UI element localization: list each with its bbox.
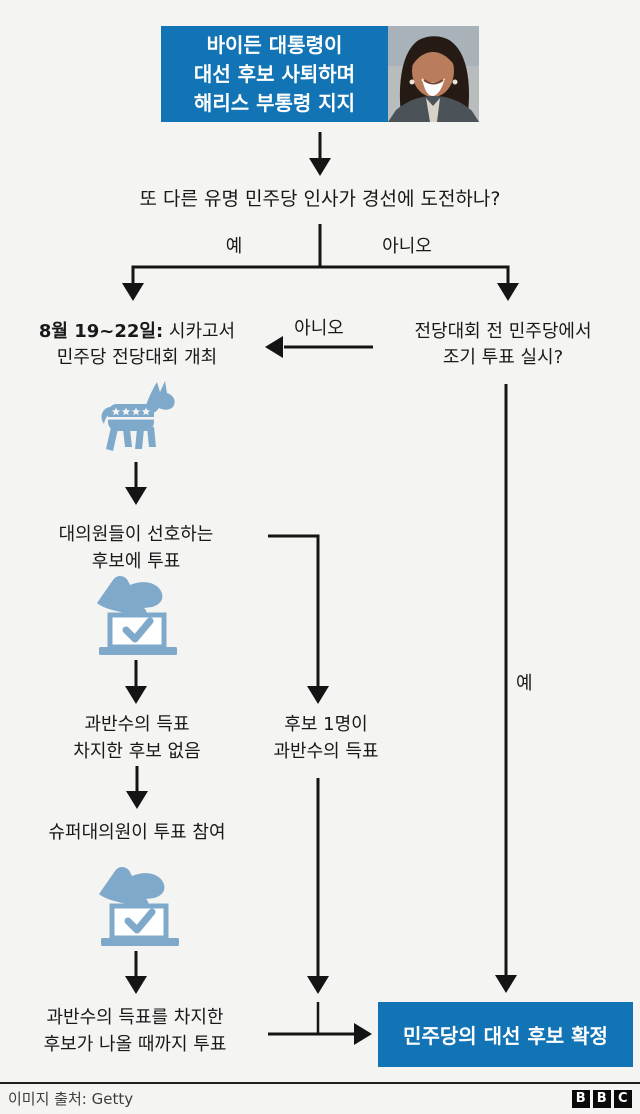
one-candidate-line2: 과반수의 득표 — [273, 741, 379, 762]
header-title: 바이든 대통령이 대선 후보 사퇴하며 해리스 부통령 지지 — [161, 26, 388, 122]
node-no-majority: 과반수의 득표 차지한 후보 없음 — [17, 711, 257, 765]
header-title-line: 바이든 대통령이 — [206, 32, 343, 57]
democrat-donkey-icon — [97, 377, 177, 461]
bbc-logo-block: B — [572, 1090, 590, 1108]
label-yes-left: 예 — [225, 236, 243, 257]
footer-divider — [0, 1082, 640, 1084]
harris-photo — [388, 26, 479, 122]
header-box: 바이든 대통령이 대선 후보 사퇴하며 해리스 부통령 지지 — [161, 26, 479, 122]
one-candidate-line1: 후보 1명이 — [284, 714, 368, 735]
bbc-logo-block: C — [614, 1090, 632, 1108]
vote-until-line2: 후보가 나올 때까지 투표 — [43, 1034, 227, 1055]
no-majority-line1: 과반수의 득표 — [84, 714, 190, 735]
delegates-vote-line2: 후보에 투표 — [91, 551, 181, 572]
convention-line1: 8월 19~22일: 시카고서 — [17, 319, 257, 345]
label-no-right: 아니오 — [382, 236, 432, 257]
early-vote-line2: 조기 투표 실시? — [442, 347, 564, 368]
final-result-text: 민주당의 대선 후보 확정 — [403, 1024, 608, 1048]
node-delegates-vote: 대의원들이 선호하는 후보에 투표 — [16, 521, 256, 575]
final-result-box: 민주당의 대선 후보 확정 — [378, 1002, 633, 1067]
label-yes-right-column: 예 — [516, 673, 533, 694]
node-convention: 8월 19~22일: 시카고서 민주당 전당대회 개최 — [17, 319, 257, 371]
bbc-logo-block: B — [593, 1090, 611, 1108]
bbc-logo: B B C — [572, 1090, 632, 1108]
ballot-box-icon — [96, 864, 184, 952]
question-new-challenger: 또 다른 유명 민주당 인사가 경선에 도전하나? — [139, 188, 501, 210]
header-title-line: 해리스 부통령 지지 — [193, 90, 356, 115]
header-title-line: 대선 후보 사퇴하며 — [193, 61, 356, 86]
convention-date: 8월 19~22일: — [38, 321, 164, 342]
node-early-vote-question: 전당대회 전 민주당에서 조기 투표 실시? — [383, 319, 623, 371]
node-one-candidate-majority: 후보 1명이 과반수의 득표 — [246, 711, 406, 765]
convention-line2: 민주당 전당대회 개최 — [56, 347, 218, 368]
node-vote-until-majority: 과반수의 득표를 차지한 후보가 나올 때까지 투표 — [15, 1004, 255, 1058]
image-credit: 이미지 출처: Getty — [8, 1090, 134, 1108]
vote-until-line1: 과반수의 득표를 차지한 — [46, 1007, 224, 1028]
convention-place: 시카고서 — [163, 321, 236, 342]
early-vote-line1: 전당대회 전 민주당에서 — [414, 321, 592, 342]
ballot-box-icon — [94, 573, 182, 661]
delegates-vote-line1: 대의원들이 선호하는 — [58, 524, 214, 545]
no-majority-line2: 차지한 후보 없음 — [73, 741, 201, 762]
label-no-early-vote: 아니오 — [294, 318, 344, 339]
node-superdelegates: 슈퍼대의원이 투표 참여 — [48, 822, 226, 843]
